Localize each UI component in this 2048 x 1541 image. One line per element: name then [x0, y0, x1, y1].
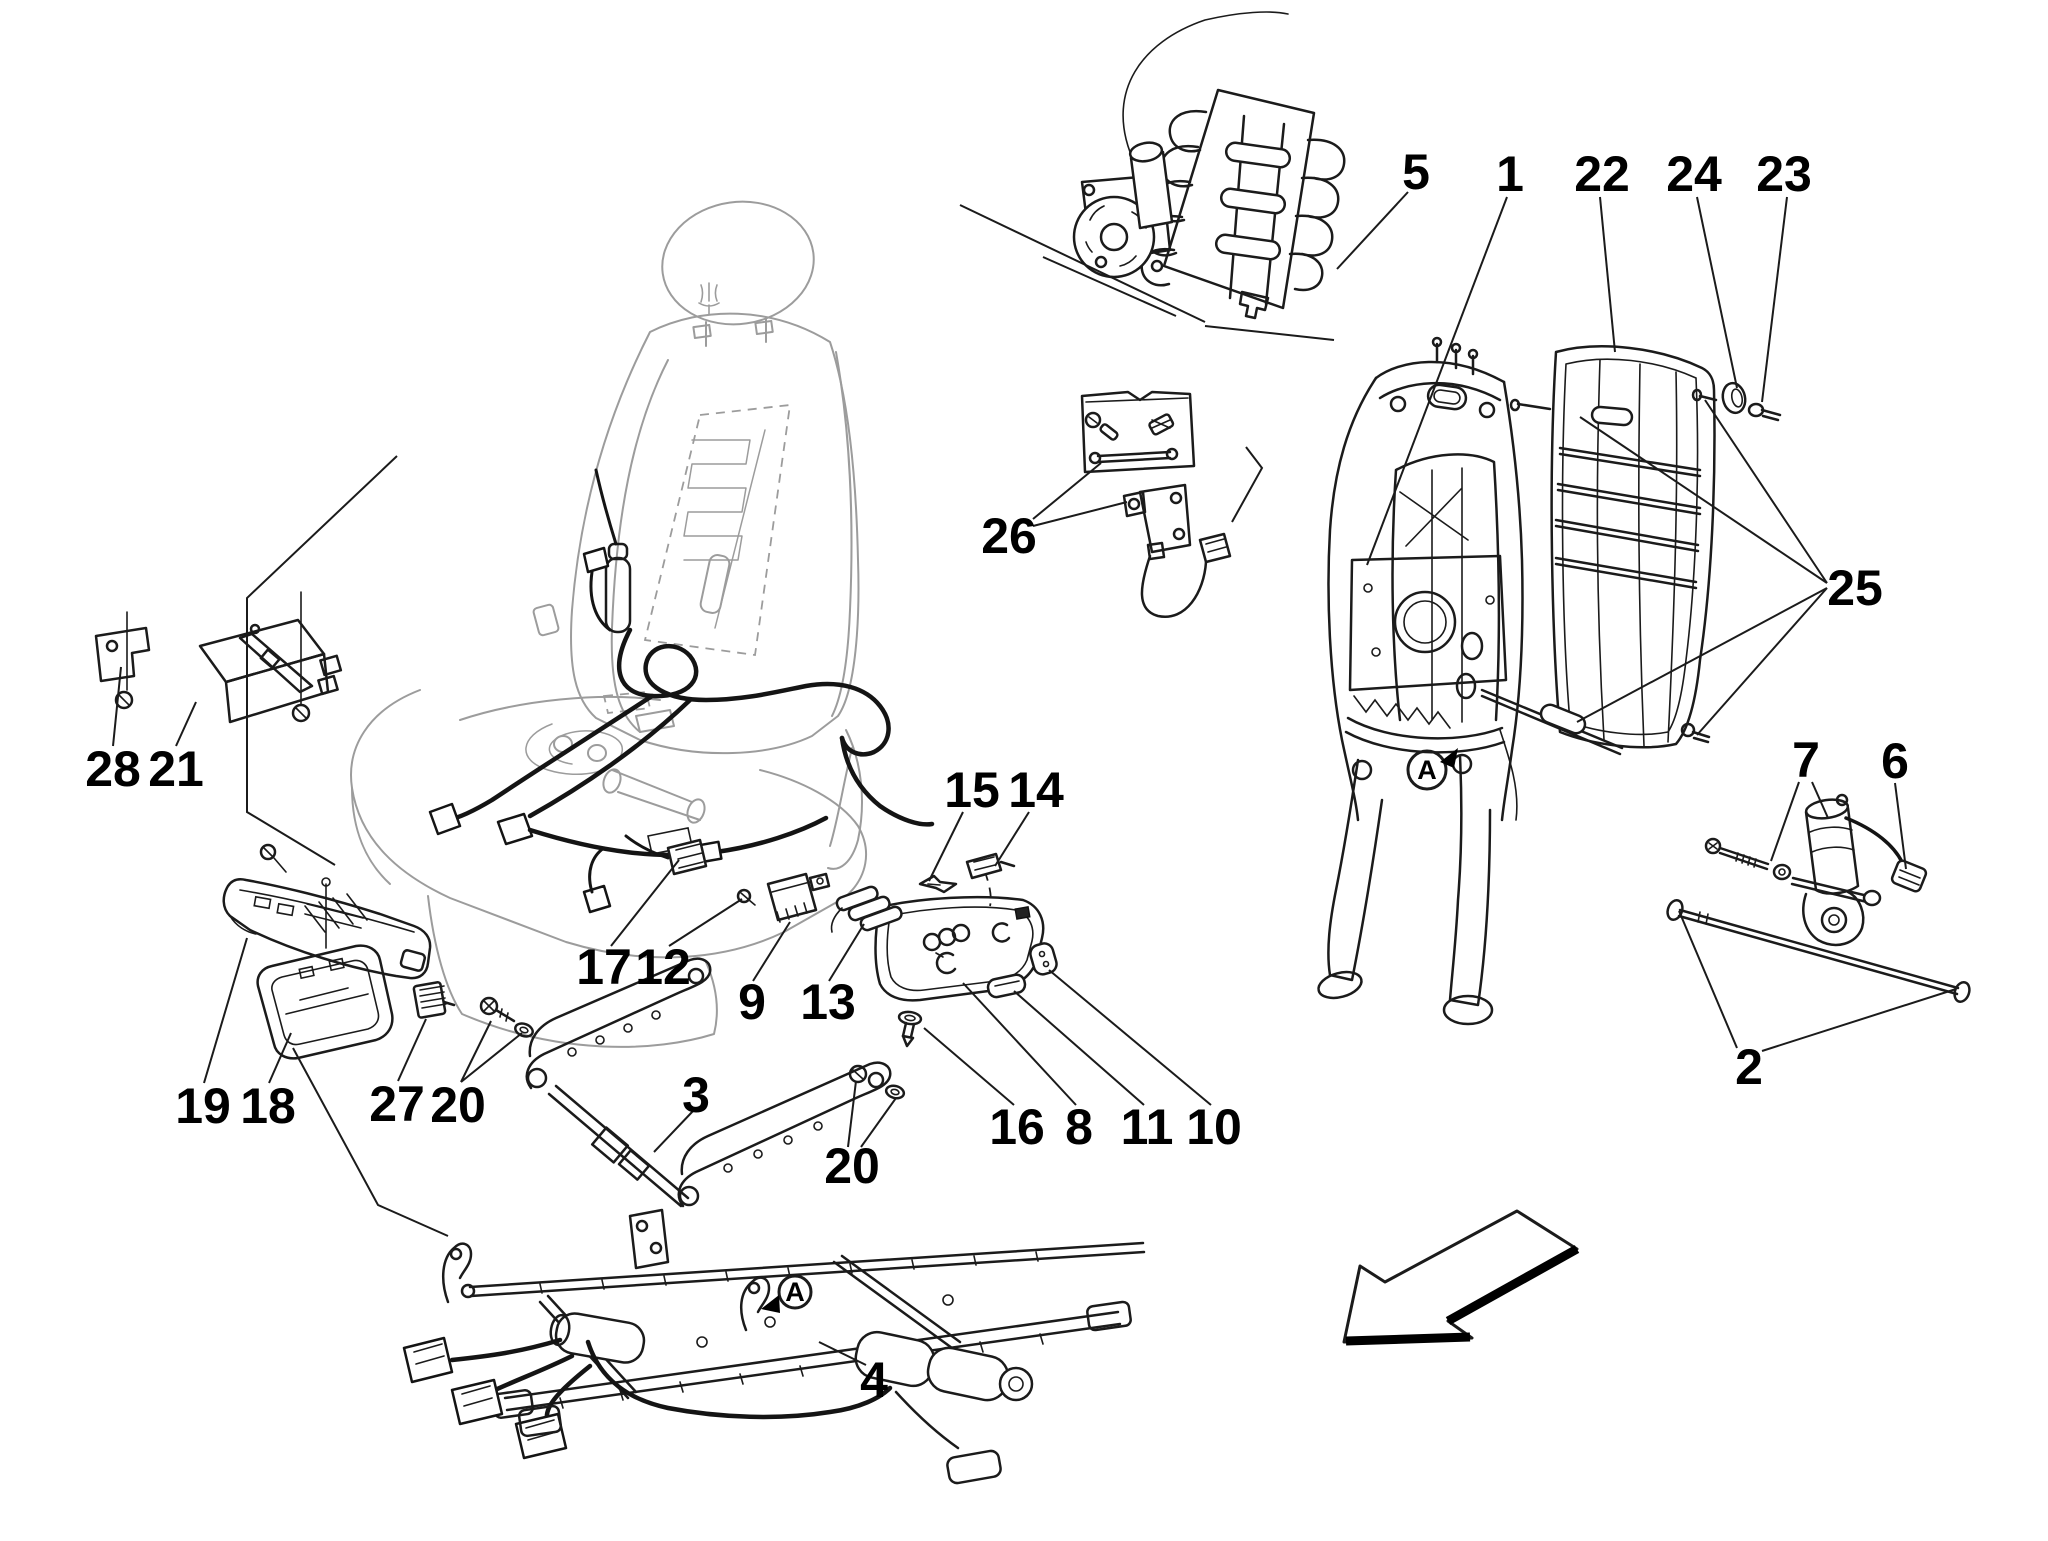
- witness-lines: [246, 204, 1335, 1237]
- callout-7: 7: [1792, 732, 1820, 788]
- valance-tray-group: [222, 843, 534, 1060]
- callout-15: 15: [944, 762, 1000, 818]
- callout-4: 4: [860, 1352, 888, 1408]
- harness-connectors-group: [624, 834, 1016, 933]
- callout-5: 5: [1402, 144, 1430, 200]
- seat-bracket-rails: [525, 957, 906, 1208]
- callout-9: 9: [738, 974, 766, 1030]
- callout-18: 18: [240, 1078, 296, 1134]
- marker-a1-letter: A: [1417, 755, 1437, 785]
- seat-wiring-harness: [428, 468, 935, 914]
- callout-12: 12: [635, 939, 691, 995]
- callout-1: 1: [1496, 146, 1524, 202]
- marker-a2-letter: A: [785, 1277, 805, 1307]
- callout-20-right: 20: [824, 1138, 880, 1194]
- callout-labels: 5 1 22 24 23 26 25 28 21 7 6 15 14 17 12…: [85, 144, 1909, 1408]
- callout-13: 13: [800, 974, 856, 1030]
- direction-arrow-icon: [1342, 1209, 1580, 1346]
- callout-27: 27: [369, 1076, 425, 1132]
- side-shield-panel-group: [874, 871, 1058, 1048]
- detail-marker-A2: A: [761, 1274, 813, 1313]
- control-unit-and-clip: [94, 591, 343, 724]
- callout-23: 23: [1756, 146, 1812, 202]
- callout-20-left: 20: [430, 1077, 486, 1133]
- callout-3: 3: [682, 1067, 710, 1123]
- callout-24: 24: [1666, 146, 1722, 202]
- callout-28: 28: [85, 741, 141, 797]
- lumbar-mat-motor-assembly: [1072, 11, 1346, 320]
- backrest-frame: [1317, 336, 1524, 1026]
- callout-26: 26: [981, 508, 1037, 564]
- seat-slide-assembly: [402, 1208, 1146, 1485]
- callout-6: 6: [1881, 733, 1909, 789]
- panel-clip: [1721, 381, 1747, 415]
- callout-22: 22: [1574, 146, 1630, 202]
- hardware-kit-and-bracket: [1080, 390, 1232, 619]
- callout-21: 21: [148, 741, 204, 797]
- callout-16: 16: [989, 1099, 1045, 1155]
- trident-logo-icon: [698, 282, 720, 315]
- callout-leader-lines: [112, 191, 1957, 1366]
- callout-11: 11: [1121, 1099, 1174, 1155]
- callout-10: 10: [1186, 1099, 1242, 1155]
- callout-17: 17: [576, 939, 632, 995]
- callout-8: 8: [1065, 1099, 1093, 1155]
- torsion-rod: [1666, 899, 1971, 1003]
- panel-screw: [1747, 402, 1782, 422]
- backrest-rear-panel: [1480, 345, 1782, 756]
- detail-marker-A1: A: [1406, 748, 1458, 791]
- callout-19: 19: [175, 1078, 231, 1134]
- callout-25: 25: [1827, 560, 1883, 616]
- recliner-motor-assembly: [1666, 793, 1971, 1003]
- tie-rods: [1480, 388, 1718, 756]
- callout-14: 14: [1008, 762, 1064, 818]
- callout-2: 2: [1735, 1039, 1763, 1095]
